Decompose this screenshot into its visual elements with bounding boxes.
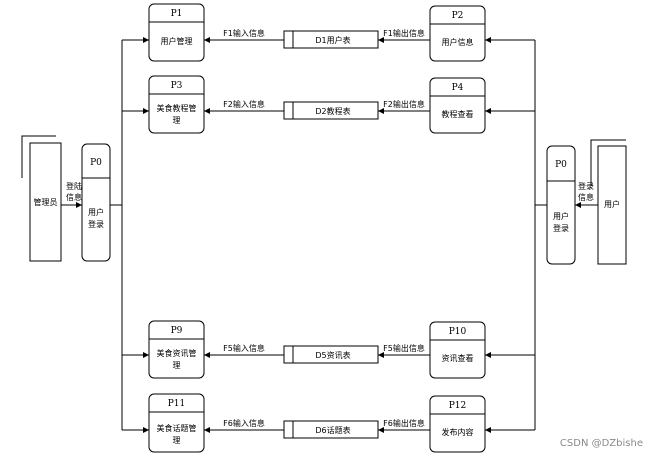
process-id: P10	[449, 327, 467, 337]
process-label-2: 理	[173, 116, 181, 125]
row-news: P9 美食资讯管 理 F5输入信息 D5资讯表 F5输出信息 P10 资讯查看	[122, 320, 535, 379]
input-flow-label: F1输入信息	[223, 28, 265, 38]
process-id: P9	[171, 326, 183, 336]
user-entity-label: 用户	[604, 199, 620, 209]
process-id: P12	[449, 401, 467, 411]
row-topic: P11 美食话题管 理 F6输入信息 D6话题表 F6输出信息 P12 发布内容	[122, 393, 535, 453]
user-login-process-id: P0	[555, 160, 567, 170]
user-entity: 用户	[590, 139, 627, 265]
admin-login-process: P0 用户 登录	[81, 143, 111, 262]
admin-login-flow-label-2: 信息	[66, 192, 82, 202]
process-tutorial-view	[429, 77, 486, 134]
process-topic-manage	[148, 393, 205, 453]
admin-entity-label: 管理员	[34, 197, 58, 207]
output-flow-label: F5输出信息	[383, 343, 425, 353]
output-flow-label: F2输出信息	[383, 99, 425, 109]
row-tutorial: P3 美食教程管 理 F2输入信息 D2教程表 F2输出信息 P4 教程查看	[122, 75, 535, 134]
admin-login-flow-label-1: 登陆	[66, 181, 82, 191]
process-id: P3	[171, 81, 183, 91]
process-label-1: 美食资讯管	[157, 348, 197, 358]
admin-entity: 管理员	[21, 135, 62, 262]
row-user: P1 用户管理 F1输入信息 D1用户表 F1输出信息 P2 用户信息	[122, 3, 535, 62]
process-user-info	[429, 5, 486, 62]
input-flow-label: F6输入信息	[223, 418, 265, 428]
datastore-label: D5资讯表	[315, 350, 350, 360]
process-news-view	[429, 321, 486, 379]
output-flow-label: F1输出信息	[383, 28, 425, 38]
process-label: 资讯查看	[442, 353, 474, 363]
watermark: CSDN @DZbishe	[560, 438, 643, 449]
user-login-process-label-1: 用户	[553, 211, 569, 221]
datastore-label: D2教程表	[315, 106, 350, 116]
admin-login-process-id: P0	[90, 158, 102, 168]
datastore-label: D1用户表	[315, 35, 350, 45]
process-id: P2	[452, 11, 464, 21]
output-flow-label: F6输出信息	[383, 418, 425, 428]
process-label-1: 美食话题管	[157, 423, 197, 433]
process-label-1: 美食教程管	[157, 103, 197, 113]
admin-login-process-label-2: 登录	[88, 219, 104, 229]
process-news-manage	[148, 320, 205, 379]
admin-login-process-label-1: 用户	[88, 207, 104, 217]
process-id: P1	[171, 9, 183, 19]
user-login-process-label-2: 登录	[553, 223, 569, 233]
user-login-flow-label-1: 登录	[578, 181, 594, 191]
process-label: 发布内容	[442, 427, 474, 437]
process-publish-content	[429, 395, 486, 453]
process-user-manage	[148, 3, 205, 62]
process-label: 用户信息	[442, 37, 474, 47]
process-id: P11	[168, 399, 186, 409]
process-label: 教程查看	[442, 109, 474, 119]
datastore-label: D6话题表	[315, 425, 350, 435]
process-label-2: 理	[173, 361, 181, 370]
process-tutorial-manage	[148, 75, 205, 134]
user-login-process: P0 用户 登录	[546, 145, 576, 265]
input-flow-label: F5输入信息	[223, 343, 265, 353]
process-id: P4	[452, 83, 464, 93]
process-label: 用户管理	[161, 36, 193, 46]
input-flow-label: F2输入信息	[223, 99, 265, 109]
user-login-flow-label-2: 信息	[578, 192, 594, 202]
process-label-2: 理	[173, 436, 181, 445]
